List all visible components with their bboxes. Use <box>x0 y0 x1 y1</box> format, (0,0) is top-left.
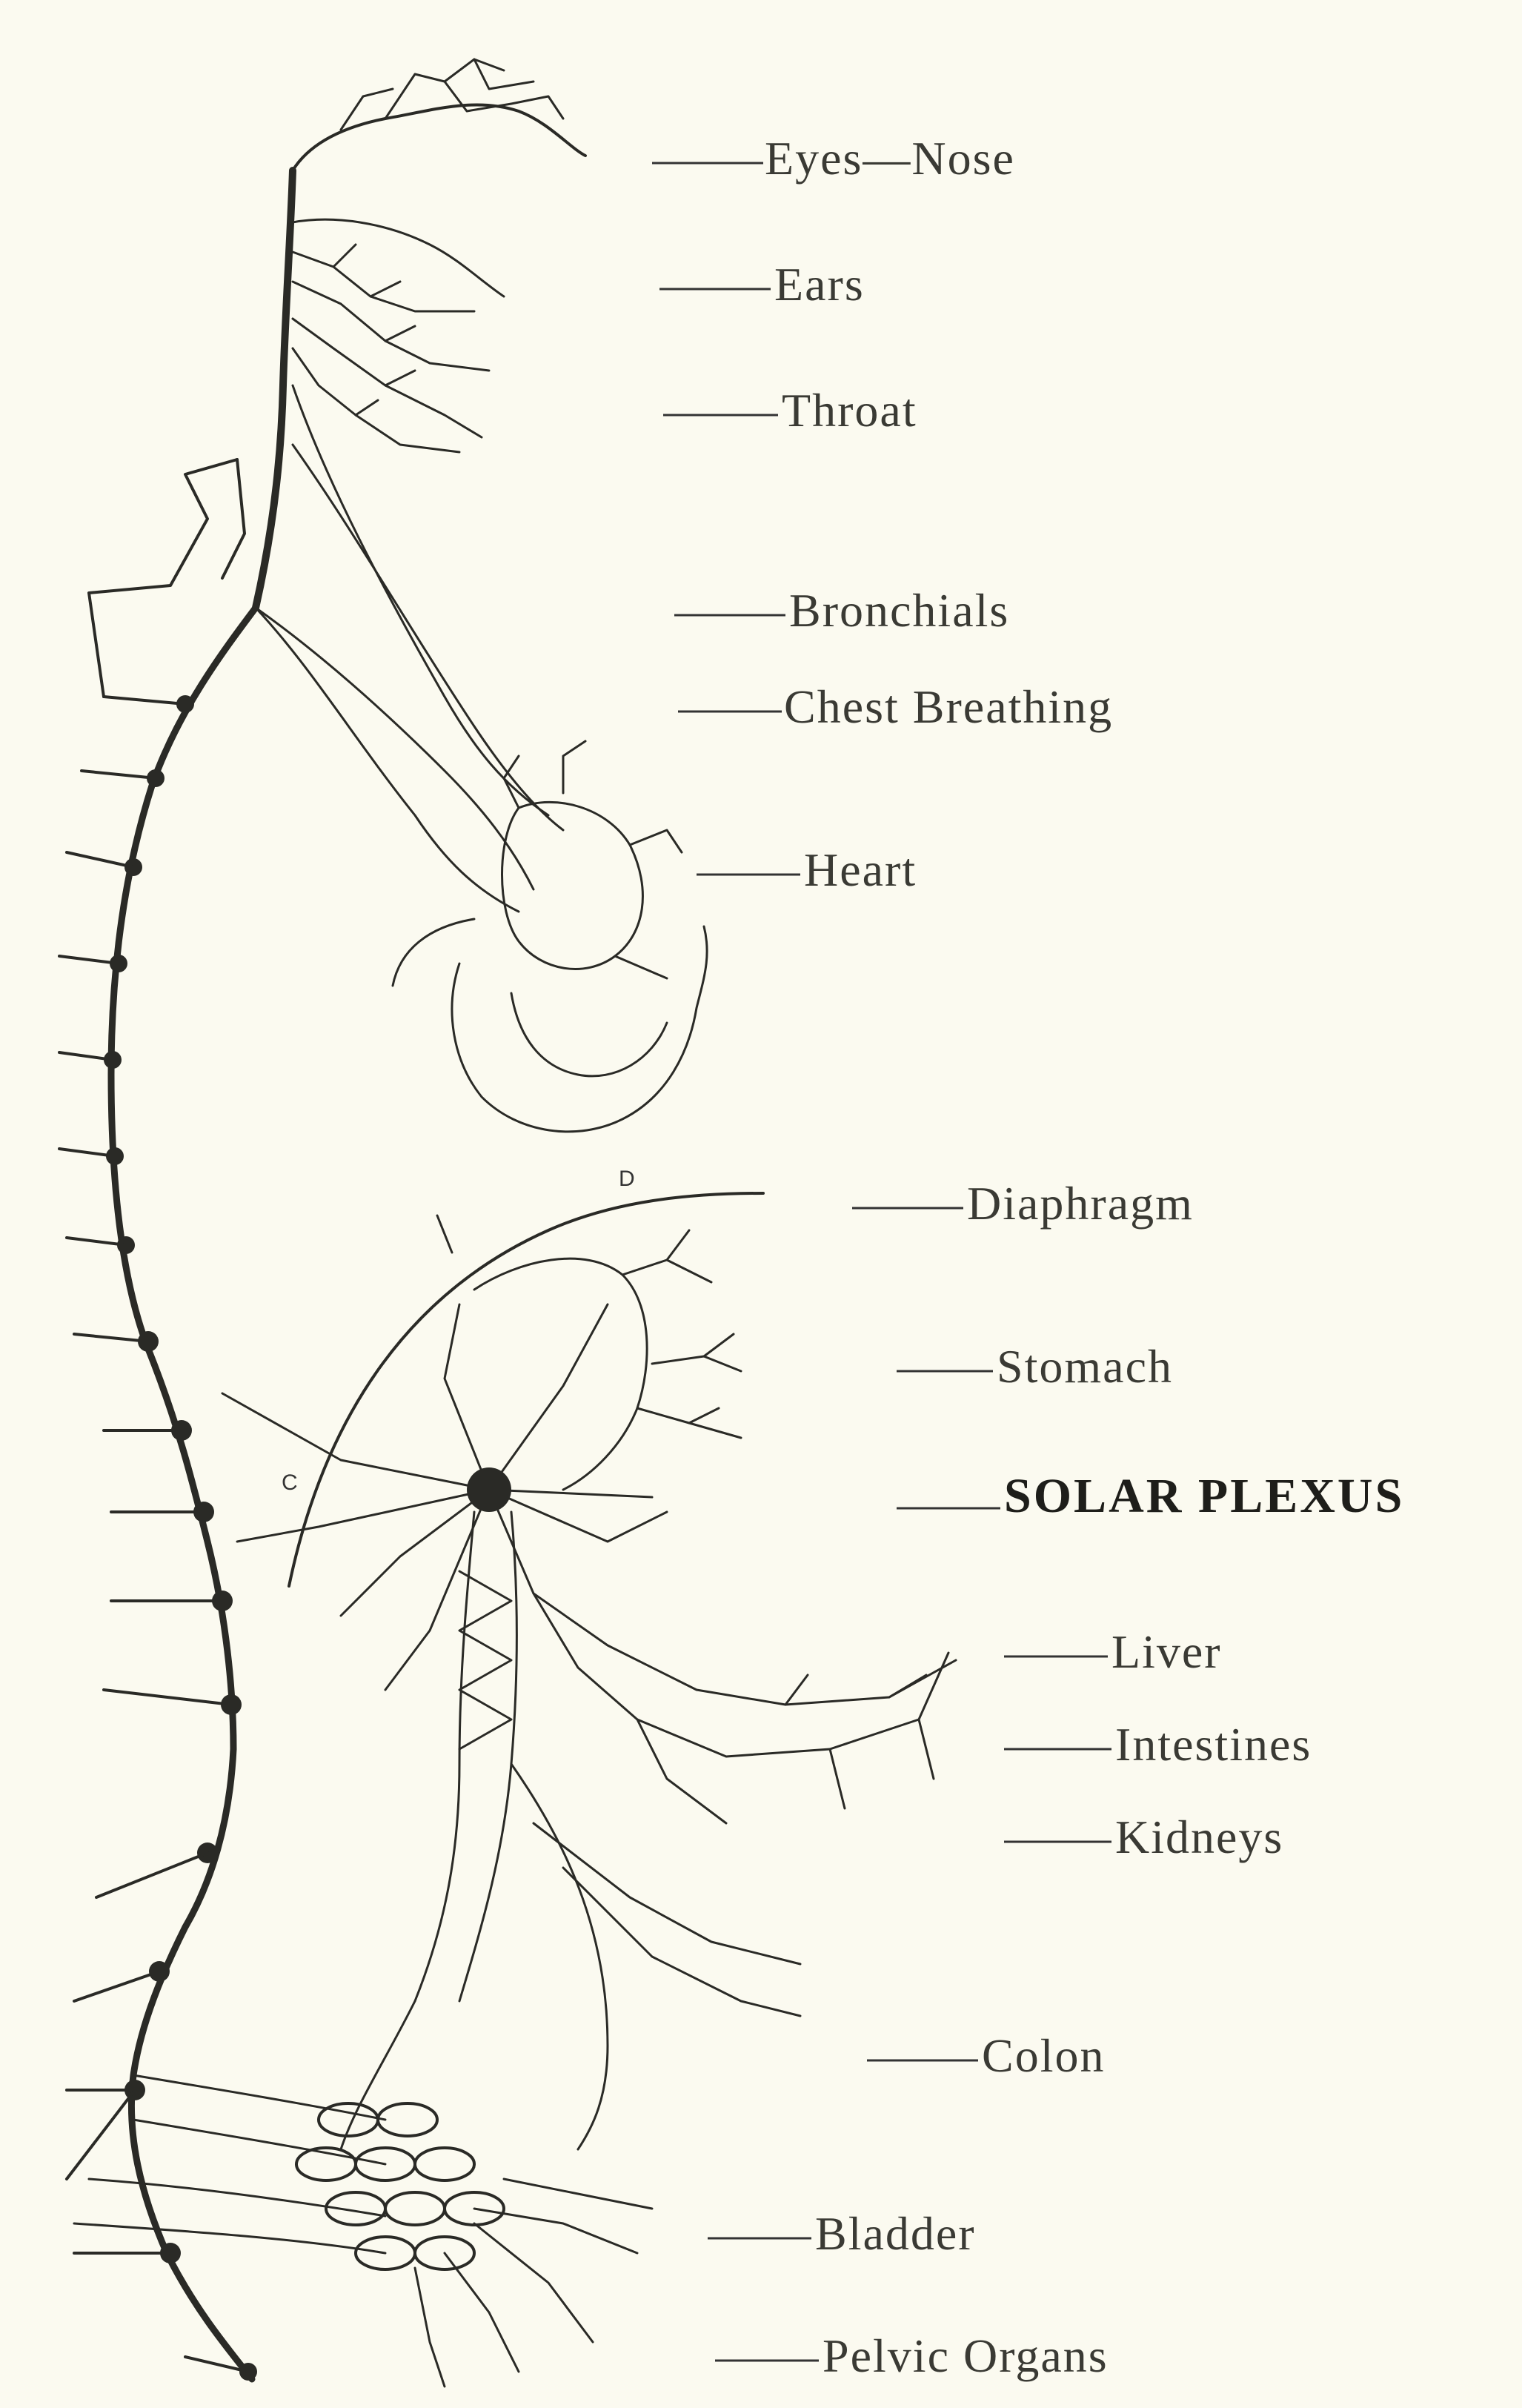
label-throat: Throat <box>782 384 917 437</box>
solar-plexus-radiations <box>222 1304 956 1823</box>
label-colon: Colon <box>982 2029 1105 2082</box>
label-liver: Liver <box>1111 1625 1222 1678</box>
mesenteric-plexus <box>341 1512 800 2149</box>
spinal-rami <box>59 460 248 2372</box>
label-stomach: Stomach <box>997 1340 1173 1393</box>
label-heart: Heart <box>804 843 917 896</box>
label-bladder: Bladder <box>815 2207 976 2260</box>
cervical-trunk <box>256 170 293 608</box>
solar-plexus-ganglion <box>467 1467 511 1512</box>
label-kidneys: Kidneys <box>1115 1811 1283 1863</box>
head-nerve-twigs <box>293 59 563 452</box>
organ-labels: Eyes—Nose Ears Throat Bronchials Chest B… <box>765 132 1404 2382</box>
curve-point-marker: C <box>282 1470 298 1495</box>
stomach-nerve-twigs <box>622 1230 741 1438</box>
label-chest-breathing: Chest Breathing <box>784 680 1113 733</box>
label-solar-plexus: SOLAR PLEXUS <box>1004 1469 1404 1523</box>
diaphragm-point-marker: D <box>619 1167 635 1191</box>
stomach-outline <box>474 1258 647 1490</box>
label-intestines: Intestines <box>1115 1718 1312 1771</box>
label-bronchials: Bronchials <box>789 584 1009 637</box>
cardiac-fibers <box>256 385 563 912</box>
label-diaphragm: Diaphragm <box>967 1177 1194 1230</box>
label-pelvic-organs: Pelvic Organs <box>823 2329 1109 2382</box>
label-ears: Ears <box>774 258 865 311</box>
diaphragm-arc <box>289 1193 763 1586</box>
heart-plexus <box>393 741 707 1132</box>
head-branch <box>293 105 585 170</box>
label-eyes-nose: Eyes—Nose <box>765 132 1015 185</box>
